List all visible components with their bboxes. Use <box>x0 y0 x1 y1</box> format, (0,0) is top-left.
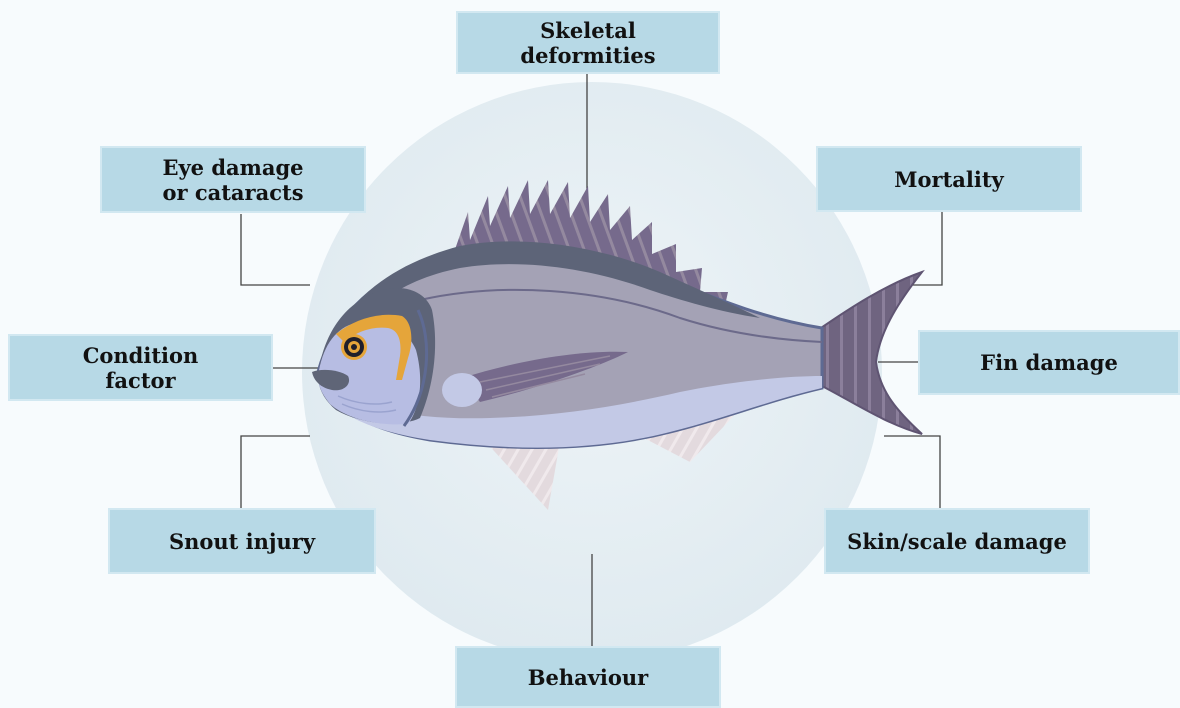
label-fin-damage: Fin damage <box>918 330 1180 395</box>
connector-snout <box>241 436 310 508</box>
label-snout-injury: Snout injury <box>108 508 376 574</box>
label-behaviour: Behaviour <box>455 646 721 708</box>
connector-mortality <box>908 211 942 285</box>
label-skeletal-deformities: Skeletal deformities <box>456 11 720 74</box>
connector-skin <box>884 436 940 508</box>
label-eye-damage: Eye damage or cataracts <box>100 146 366 213</box>
label-condition-factor: Condition factor <box>8 334 273 401</box>
pectoral-base <box>442 373 482 407</box>
label-mortality: Mortality <box>816 146 1082 212</box>
label-skin-scale-damage: Skin/scale damage <box>824 508 1090 574</box>
eye-pupil <box>351 344 357 350</box>
connector-eye <box>241 214 310 285</box>
